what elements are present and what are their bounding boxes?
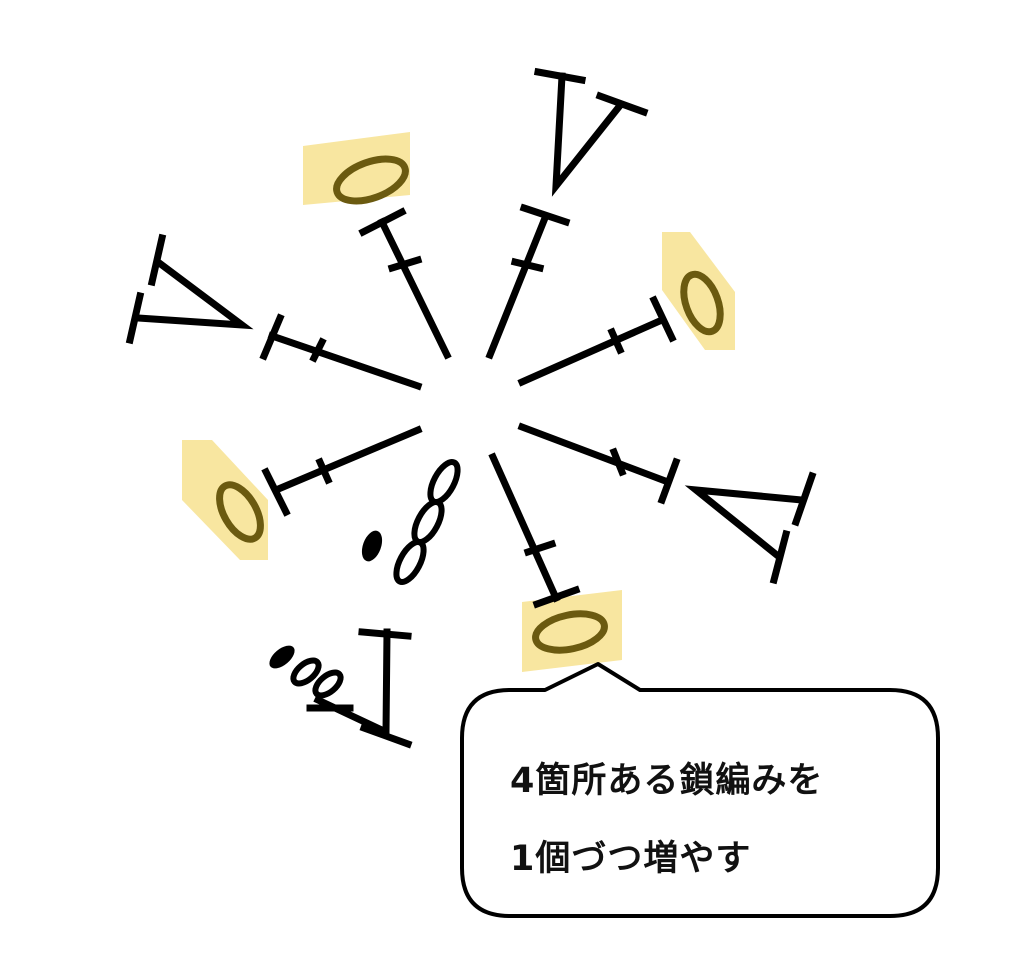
speech-bubble <box>460 662 940 918</box>
stitch-left-upper <box>259 313 423 391</box>
callout-line-2: 1個づつ増やす <box>510 839 752 879</box>
stitch-left-lower <box>261 425 423 517</box>
stitch-upper-right <box>485 203 571 360</box>
stitch-right-upper <box>517 295 677 387</box>
chain-stitches <box>216 155 724 654</box>
stitch-lower <box>488 452 581 609</box>
callout-line-1: 4箇所ある鎖編みを <box>510 761 824 801</box>
increase-top <box>533 67 649 197</box>
chain-stitch-left <box>216 481 264 543</box>
slip-stitch-dot-lower <box>269 645 295 669</box>
stitch-right-lower <box>517 422 681 505</box>
highlight-left <box>182 440 268 560</box>
chain-pair <box>290 657 344 699</box>
stitch-symbols <box>259 203 681 609</box>
chain-stitch-right <box>680 270 724 336</box>
ring-symbols <box>269 459 461 699</box>
chain-stitch-bottom <box>532 610 608 654</box>
increase-symbols <box>125 67 817 749</box>
chain-highlights <box>182 132 735 672</box>
increase-bottom <box>306 628 413 749</box>
increase-right <box>684 471 817 585</box>
increase-left <box>125 233 254 345</box>
slip-stitch-dot <box>361 530 383 562</box>
chain-cluster <box>393 459 461 585</box>
stitch-upper <box>358 207 452 360</box>
chain-stitch-top <box>333 155 409 205</box>
